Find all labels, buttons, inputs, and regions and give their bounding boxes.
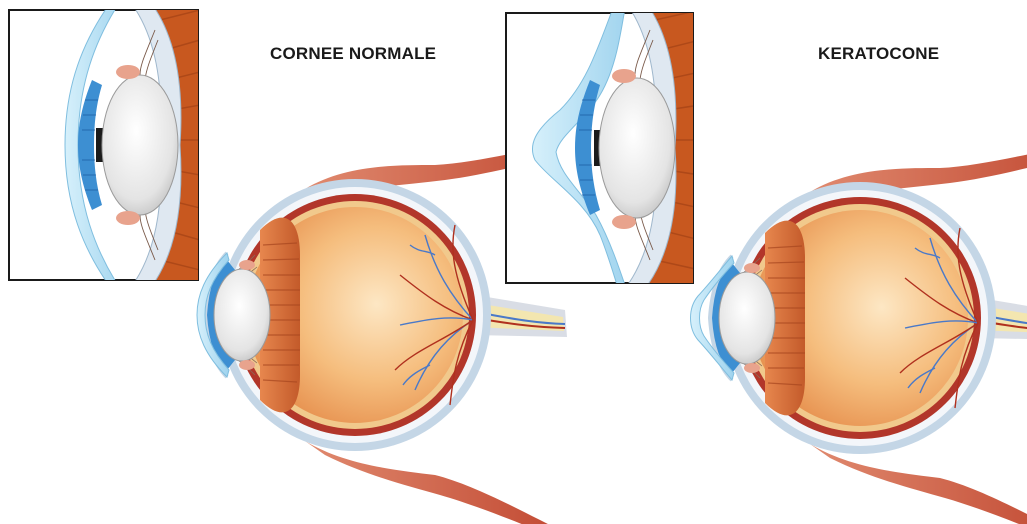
inset-keratocone-cornea xyxy=(506,0,700,300)
inset-normal-cornea xyxy=(9,0,200,300)
title-normal-cornea: CORNEE NORMALE xyxy=(270,44,436,64)
title-keratocone: KERATOCONE xyxy=(818,44,939,64)
eye-keratocone xyxy=(691,146,1027,524)
